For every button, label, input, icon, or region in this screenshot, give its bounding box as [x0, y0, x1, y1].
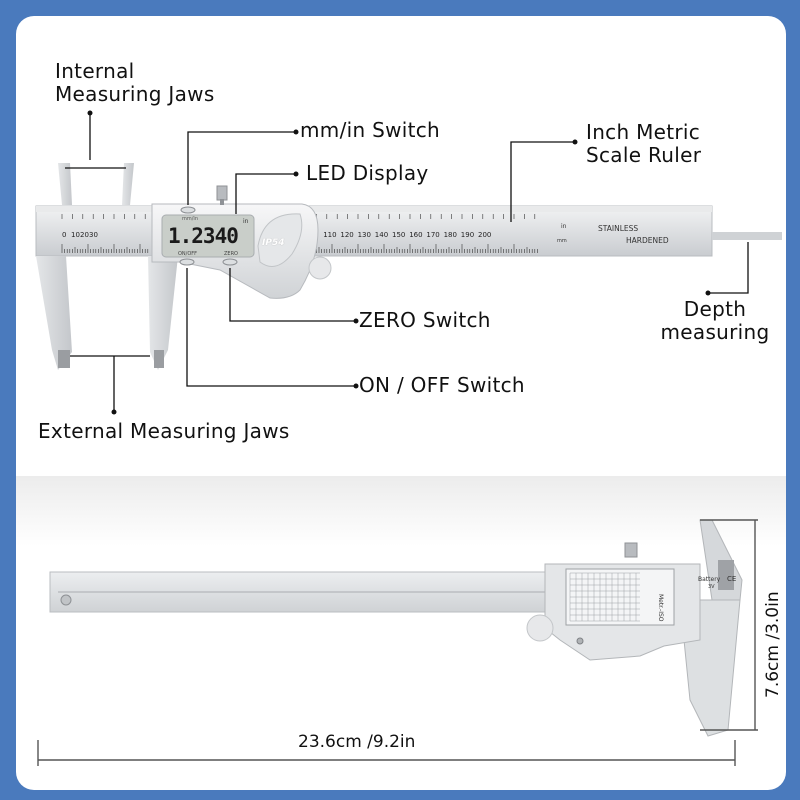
zero-button-label: ZERO [224, 251, 238, 257]
back-ce-mark: CE [727, 575, 737, 583]
label-led-display: LED Display [306, 161, 429, 185]
label-external-jaws: External Measuring Jaws [38, 419, 290, 443]
dimension-lines [37, 519, 758, 766]
main-beam [35, 205, 713, 257]
mm-in-button [180, 206, 196, 214]
internal-jaw-slider [122, 163, 134, 205]
length-dimension-label: 23.6cm /9.2in [298, 732, 416, 752]
ruler-mm-label: 140 [374, 231, 389, 239]
stamp-stainless: STAINLESS [598, 224, 639, 233]
ruler-mm-label: 170 [426, 231, 440, 239]
callout-dots [87, 110, 711, 415]
lcd-unit: in [243, 218, 249, 225]
label-on-off-switch: ON / OFF Switch [359, 373, 525, 397]
infographic-card: 1.2340 in mm/in ON/OFF ZERO IP54 in mm S… [16, 16, 786, 790]
internal-jaw-fixed [58, 163, 72, 205]
ruler-mm-label: 110 [323, 231, 337, 239]
back-slider-body [544, 563, 701, 661]
ruler-ticks [61, 214, 538, 253]
back-beam [49, 571, 551, 613]
thumb-roller [308, 256, 332, 280]
lcd-screen [161, 214, 255, 258]
lcd-reading: 1.2340 [168, 224, 239, 248]
ruler-mm-label: 190 [460, 231, 475, 239]
ruler-mm-label: 130 [357, 231, 371, 239]
ruler-mm-label: 20 [80, 231, 89, 239]
on-off-button [179, 258, 195, 266]
back-table-title: Metr.-ISO [657, 594, 664, 622]
label-internal-jaws-2: Measuring Jaws [55, 82, 215, 106]
callout-lines [65, 113, 749, 412]
ruler-mm-label: 30 [89, 231, 98, 239]
label-inch-metric-2: Scale Ruler [586, 143, 702, 167]
ip-badge-label: IP54 [262, 238, 285, 248]
depth-rod [712, 232, 782, 240]
section-divider [16, 476, 786, 546]
beam-end-rivet [60, 594, 72, 606]
back-voltage-label: 3V [708, 584, 715, 590]
label-internal-jaws-1: Internal [55, 59, 135, 83]
back-battery-label: Battery [698, 576, 721, 583]
conversion-table [569, 572, 640, 622]
height-dimension-label: 7.6cm /3.0in [763, 591, 783, 698]
ruler-mm-label: 200 [478, 231, 492, 239]
caliper-front-view [35, 110, 782, 415]
back-lower-jaw [679, 599, 741, 737]
label-depth-1: Depth [683, 297, 747, 321]
zero-button [222, 258, 238, 266]
external-jaw-slider [148, 256, 178, 370]
back-thumb-roller [526, 614, 554, 642]
label-mm-in-switch: mm/in Switch [300, 118, 441, 142]
label-depth-2: measuring [660, 320, 770, 344]
ruler-mm-label: 0 [62, 231, 67, 239]
mm-in-button-label: mm/in [182, 216, 198, 222]
ruler-mm-label: 10 [71, 231, 80, 239]
stamp-hardened: HARDENED [626, 236, 669, 245]
lock-screw [216, 185, 228, 201]
ruler-mm-label: 120 [340, 231, 354, 239]
ruler-mm-label: 160 [409, 231, 423, 239]
ruler-mm-unit: mm [557, 238, 567, 244]
ruler-mm-label: 150 [392, 231, 406, 239]
ruler-mm-label: 180 [443, 231, 457, 239]
on-off-button-label: ON/OFF [178, 251, 198, 257]
external-jaw-fixed [36, 256, 72, 370]
label-zero-switch: ZERO Switch [359, 308, 491, 332]
ruler-inch-unit: in [561, 223, 567, 230]
ip-badge [257, 213, 303, 267]
label-inch-metric-1: Inch Metric [586, 120, 701, 144]
